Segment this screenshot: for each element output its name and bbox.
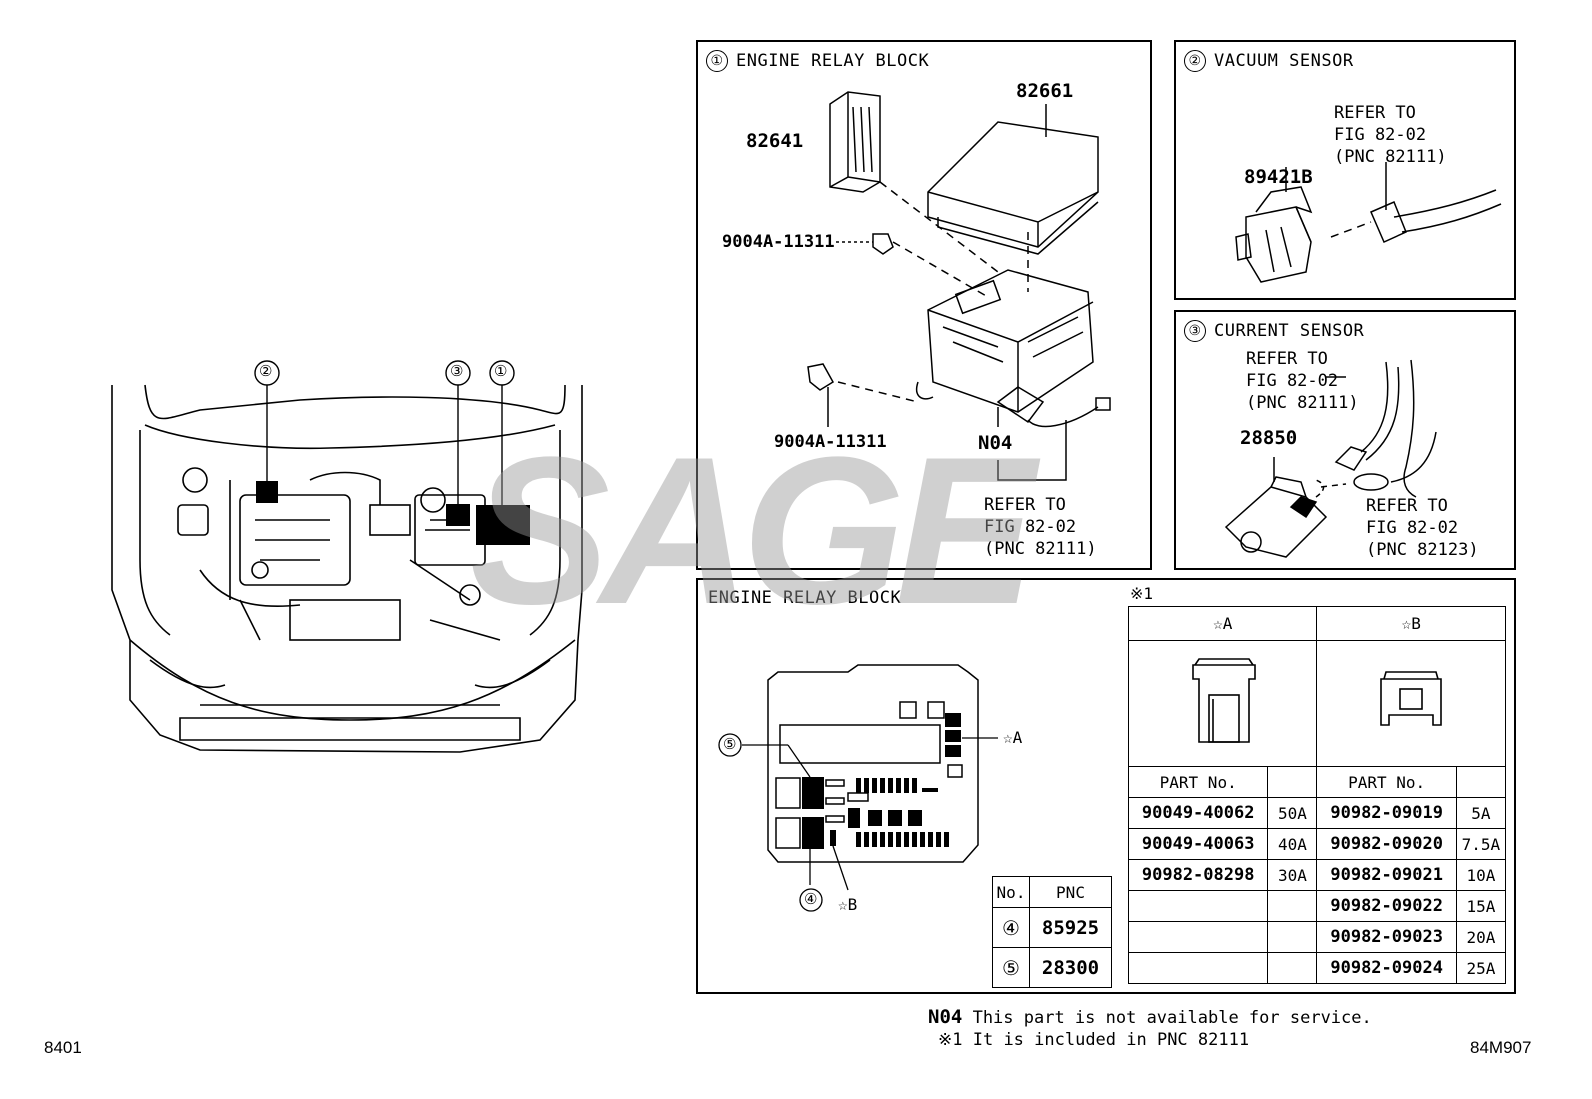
fuse-type-b-header: ☆B [1316,606,1506,641]
part-bolt-bottom: 9004A-11311 [774,432,887,452]
fuse-b-part: 90982-09019 [1316,797,1457,829]
fuse-b-part: 90982-09022 [1316,890,1457,922]
part-82641: 82641 [746,130,804,152]
pnc-table: No. PNC ④ 85925 ⑤ 28300 [992,876,1112,988]
fuse-a-amp [1267,952,1318,984]
footnote-n04: N04 This part is not available for servi… [928,1006,1372,1028]
part-bolt-top: 9004A-11311 [722,232,835,252]
pnc-row-value: 28300 [1029,947,1112,988]
fuse-b-amp: 5A [1455,797,1507,829]
marker-star-b: ☆B [838,895,858,914]
pnc-row-no: ⑤ [992,947,1030,988]
footnote-n04-code: N04 [928,1006,963,1028]
fuse-a-amp: 30A [1267,859,1318,891]
panel1-reference: REFER TO FIG 82-02 (PNC 82111) [984,495,1097,559]
fuse-b-amp: 25A [1455,952,1507,984]
fuse-a-amp: 40A [1267,828,1318,860]
overview-callout-3: ③ [450,362,464,380]
fuse-b-part: 90982-09020 [1316,828,1457,860]
pnc-row-no: ④ [992,907,1030,948]
pnc-row-value: 85925 [1029,907,1112,948]
panel4-title: ENGINE RELAY BLOCK [708,588,902,608]
fuse-a-part: 90982-08298 [1127,859,1269,891]
current-sensor-drawing [1224,359,1437,558]
fuse-a-amp [1267,890,1318,922]
panel3-number: ③ [1184,320,1206,342]
amp-header-b [1455,766,1507,798]
part-header-a: PART No. [1127,766,1269,798]
fuse-b-amp: 7.5A [1455,828,1507,860]
fuse-a-part [1127,952,1269,984]
marker-circle-4: ④ [804,890,818,908]
panel3-reference-bottom: REFER TO FIG 82-02 (PNC 82123) [1366,496,1479,560]
overview-callout-2: ② [259,362,273,380]
footnote-note1-mark: ※1 [938,1030,963,1050]
footnote-note1: ※1 It is included in PNC 82111 [938,1030,1249,1050]
vacuum-sensor-drawing [1235,162,1502,283]
footnote-note1-text: It is included in PNC 82111 [972,1030,1250,1050]
part-89421b: 89421B [1244,166,1313,188]
fuse-a-amp: 50A [1267,797,1318,829]
pnc-header-no: No. [992,876,1030,908]
fuse-a-part [1127,890,1269,922]
fuse-type-a-header: ☆A [1127,606,1318,641]
fuse-b-amp: 10A [1455,859,1507,891]
marker-circle-5: ⑤ [723,735,737,753]
footnote-n04-text: This part is not available for service. [972,1008,1372,1028]
amp-header-a [1267,766,1318,798]
fuse-table: ☆A ☆B [1127,606,1507,984]
panel-relay-block-layout: ENGINE RELAY BLOCK [696,578,1516,994]
panel2-number: ② [1184,50,1206,72]
marker-star-a: ☆A [1003,728,1023,747]
relay-block-exploded-drawing [807,91,1111,481]
watermark: SAGE [470,413,1035,648]
fuse-a-icon [1191,657,1256,743]
panel1-number: ① [706,50,728,72]
part-n04: N04 [978,432,1013,454]
overview-callout-1: ① [494,362,508,380]
fuse-a-amp [1267,921,1318,953]
fuse-b-icon [1380,670,1443,726]
fuse-b-part: 90982-09024 [1316,952,1457,984]
fuse-type-b-image [1316,640,1506,767]
fuse-a-part: 90049-40062 [1127,797,1269,829]
page-id-left: 8401 [44,1038,82,1057]
pnc-header-pnc: PNC [1029,876,1112,908]
part-82661: 82661 [1016,80,1074,102]
fuse-b-amp: 15A [1455,890,1507,922]
fuse-type-a-image [1127,640,1318,767]
relay-block-top-view [718,664,998,912]
fuse-a-part: 90049-40063 [1127,828,1269,860]
part-header-b: PART No. [1316,766,1457,798]
panel2-reference: REFER TO FIG 82-02 (PNC 82111) [1334,103,1447,167]
fuse-b-part: 90982-09021 [1316,859,1457,891]
panel3-reference-top: REFER TO FIG 82-02 (PNC 82111) [1246,349,1359,413]
fuse-table-note: ※1 [1130,584,1154,603]
part-28850: 28850 [1240,427,1298,449]
fuse-b-amp: 20A [1455,921,1507,953]
page-id-right: 84M907 [1470,1038,1532,1057]
fuse-a-part [1127,921,1269,953]
fuse-b-part: 90982-09023 [1316,921,1457,953]
